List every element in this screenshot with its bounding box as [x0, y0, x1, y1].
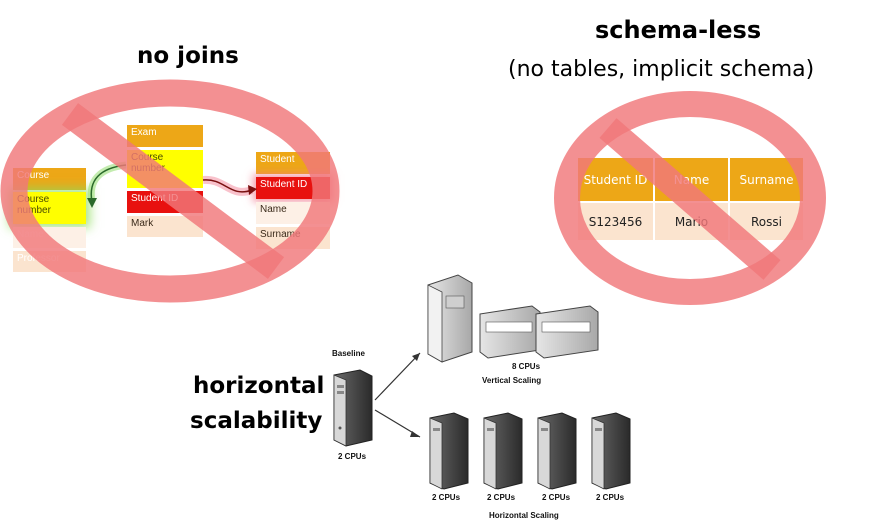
horizontal-server-icon-4	[591, 412, 631, 490]
horizontal-cpus-label-2: 2 CPUs	[487, 493, 516, 502]
baseline-label: Baseline	[332, 349, 365, 358]
baseline-cpus-label: 2 CPUs	[338, 452, 367, 461]
exam-table-header: Exam	[127, 125, 203, 147]
horizontal-scalability-line2: scalability	[190, 408, 323, 434]
schema-less-heading: schema-less	[595, 16, 762, 44]
join-arrow-student	[202, 175, 257, 196]
schema-less-subheading: (no tables, implicit schema)	[508, 57, 815, 82]
horizontal-scalability-line1: horizontal	[193, 373, 325, 399]
vertical-scaling-arrow	[374, 352, 421, 401]
vertical-cpus-label: 8 CPUs	[512, 362, 541, 371]
vertical-scaling-server-icon	[427, 274, 599, 363]
horizontal-server-icon-1	[429, 412, 469, 490]
vertical-scaling-label: Vertical Scaling	[482, 376, 542, 385]
horizontal-cpus-label-1: 2 CPUs	[432, 493, 461, 502]
student-id-field: Student ID	[256, 177, 330, 199]
horizontal-cpus-label-3: 2 CPUs	[542, 493, 571, 502]
horizontal-server-icon-3	[537, 412, 577, 490]
baseline-server-icon	[333, 369, 373, 447]
horizontal-cpus-label-4: 2 CPUs	[596, 493, 625, 502]
course-table-header: Course	[13, 168, 86, 190]
horizontal-scaling-label: Horizontal Scaling	[489, 511, 559, 520]
horizontal-server-icon-2	[483, 412, 523, 490]
exam-mark-field: Mark	[127, 216, 203, 237]
no-joins-heading: no joins	[137, 43, 239, 69]
